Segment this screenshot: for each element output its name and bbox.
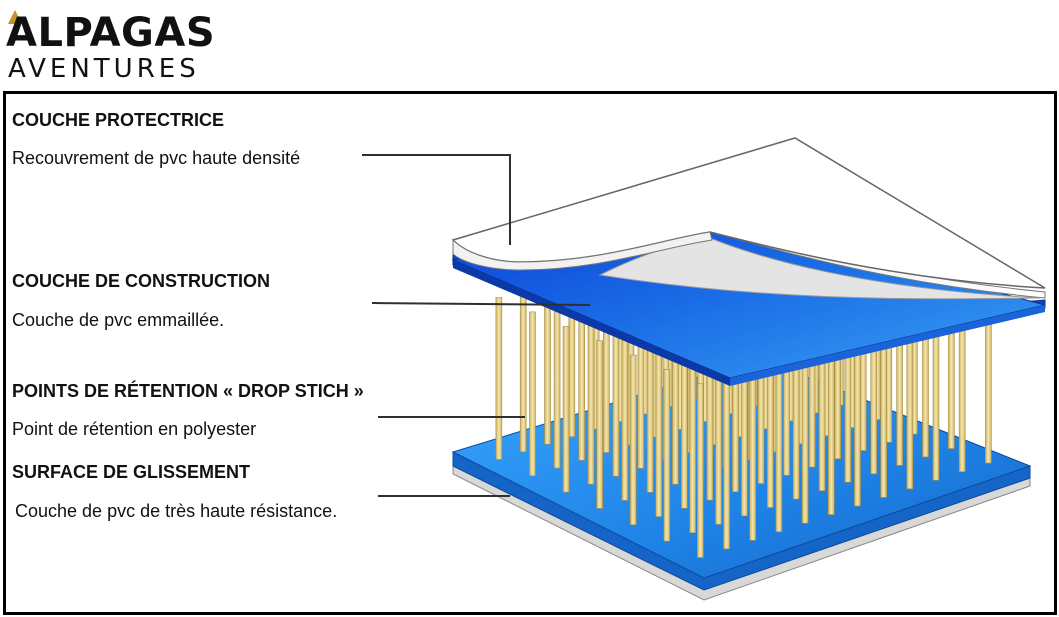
drop-stitch-thread — [723, 375, 730, 550]
leader-line-construction — [371, 302, 591, 306]
layer-title-construction: COUCHE DE CONSTRUCTION — [12, 271, 271, 291]
drop-stitch-thread — [854, 338, 861, 507]
drop-stitch-thread — [596, 340, 603, 509]
drop-stitch-thread — [697, 383, 704, 558]
drop-stitch-thread — [562, 325, 570, 493]
drop-stitch-thread — [749, 368, 757, 541]
layer-title-protective: COUCHE PROTECTRICE — [12, 110, 225, 130]
layer-desc-sliding: Couche de pvc de très haute résistance. — [15, 501, 338, 521]
drop-stitch-thread — [906, 323, 914, 490]
layer-desc-construction: Couche de pvc emmaillée. — [12, 310, 225, 330]
drop-stitch-thread — [529, 311, 536, 477]
layer-desc-protective: Recouvrement de pvc haute densité — [12, 148, 301, 168]
leader-line-protective — [362, 154, 511, 245]
drop-stitch-thread — [553, 304, 561, 469]
drop-stitch-thread — [663, 369, 671, 542]
drop-stitch-thread — [775, 360, 783, 533]
drop-stitch-thread — [689, 361, 696, 534]
drop-stitch-thread — [629, 354, 637, 526]
layer-title-sliding: SURFACE DE GLISSEMENT — [12, 462, 251, 482]
drop-stitch-thread — [655, 347, 663, 517]
drop-stitch-thread — [958, 307, 966, 472]
drop-stitch-thread — [621, 333, 629, 501]
drop-stitch-thread — [495, 297, 503, 460]
logo-brand: ALPAGAS — [6, 10, 216, 56]
drop-stitch-thread — [932, 315, 940, 481]
layer-title-drop-stitch: POINTS DE RÉTENTION « DROP STICH » — [12, 381, 364, 401]
drop-stitch-thread — [587, 318, 595, 485]
mountain-peak-icon — [8, 10, 22, 24]
top-layer — [451, 137, 1046, 300]
leader-lines — [362, 154, 591, 497]
logo-tagline: AVENTURES — [8, 54, 200, 84]
drop-stitch-thread — [801, 353, 809, 524]
alpagas-logo: ALPAGAS AVENTURES — [4, 4, 234, 84]
layer-desc-drop-stitch: Point de rétention en polyester — [12, 419, 257, 439]
drop-stitch-thread — [880, 330, 887, 498]
drop-stitch-thread — [519, 290, 527, 453]
drop-stitch-thread — [827, 345, 835, 515]
